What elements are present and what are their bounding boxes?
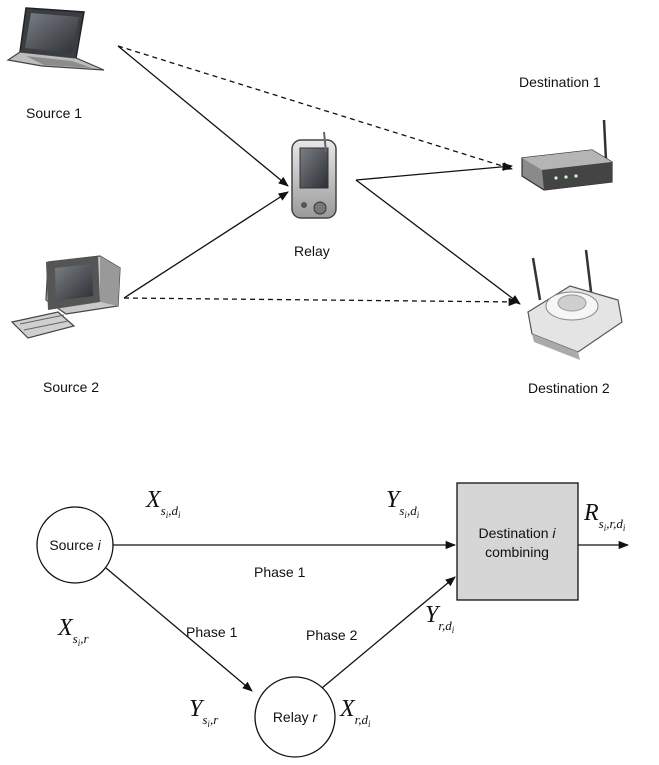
destination-combining-box	[456, 482, 579, 601]
phase-label-source-relay: Phase 1	[186, 624, 238, 640]
link-source1-destination1	[117, 45, 513, 171]
svg-text:Ysi,di: Ysi,di	[386, 487, 420, 520]
relay-node	[254, 676, 336, 758]
symbol-x-s-r: Xsi,r	[57, 615, 90, 648]
svg-text:Xsi,di: Xsi,di	[145, 487, 181, 520]
destination-box-line2: combining	[485, 544, 549, 560]
svg-text:Xr,di: Xr,di	[339, 696, 371, 729]
link-source2-destination2	[123, 297, 520, 307]
symbol-y-s-d: Ysi,di	[386, 487, 420, 520]
symbol-y-r-d: Yr,di	[425, 602, 455, 635]
relay-label: Relay	[294, 243, 330, 259]
phase-label-relay-destination: Phase 2	[306, 627, 358, 643]
symbol-x-r-d: Xr,di	[339, 696, 371, 729]
destination2-label: Destination 2	[528, 380, 610, 396]
relay-node-label: Relay r	[273, 709, 319, 725]
destination-box-line1: Destination i	[478, 525, 556, 541]
svg-text:Xsi,r: Xsi,r	[57, 615, 90, 648]
svg-text:Rsi,r,di: Rsi,r,di	[583, 500, 626, 533]
svg-text:Ysi,r: Ysi,r	[189, 696, 219, 729]
arrow-relay-destination	[321, 576, 456, 689]
link-source1-relay	[117, 45, 289, 187]
source-node-label: Source i	[49, 537, 101, 553]
arrow-source-relay	[105, 567, 253, 692]
wireless-access-point-icon	[527, 249, 623, 360]
desktop-computer-icon	[10, 255, 121, 339]
router-icon	[521, 119, 613, 191]
symbol-r-s-r-d: Rsi,r,di	[583, 500, 626, 533]
source1-label: Source 1	[26, 105, 82, 121]
destination1-label: Destination 1	[519, 74, 601, 90]
source2-label: Source 2	[43, 379, 99, 395]
svg-text:Yr,di: Yr,di	[425, 602, 455, 635]
link-source2-relay	[123, 191, 289, 299]
pda-icon	[291, 131, 337, 219]
link-relay-destination2	[355, 179, 521, 305]
symbol-y-s-r: Ysi,r	[189, 696, 219, 729]
phase-label-direct: Phase 1	[254, 564, 306, 580]
symbol-x-s-d: Xsi,di	[145, 487, 181, 520]
link-relay-destination1	[355, 162, 514, 181]
laptop-icon	[6, 7, 105, 71]
